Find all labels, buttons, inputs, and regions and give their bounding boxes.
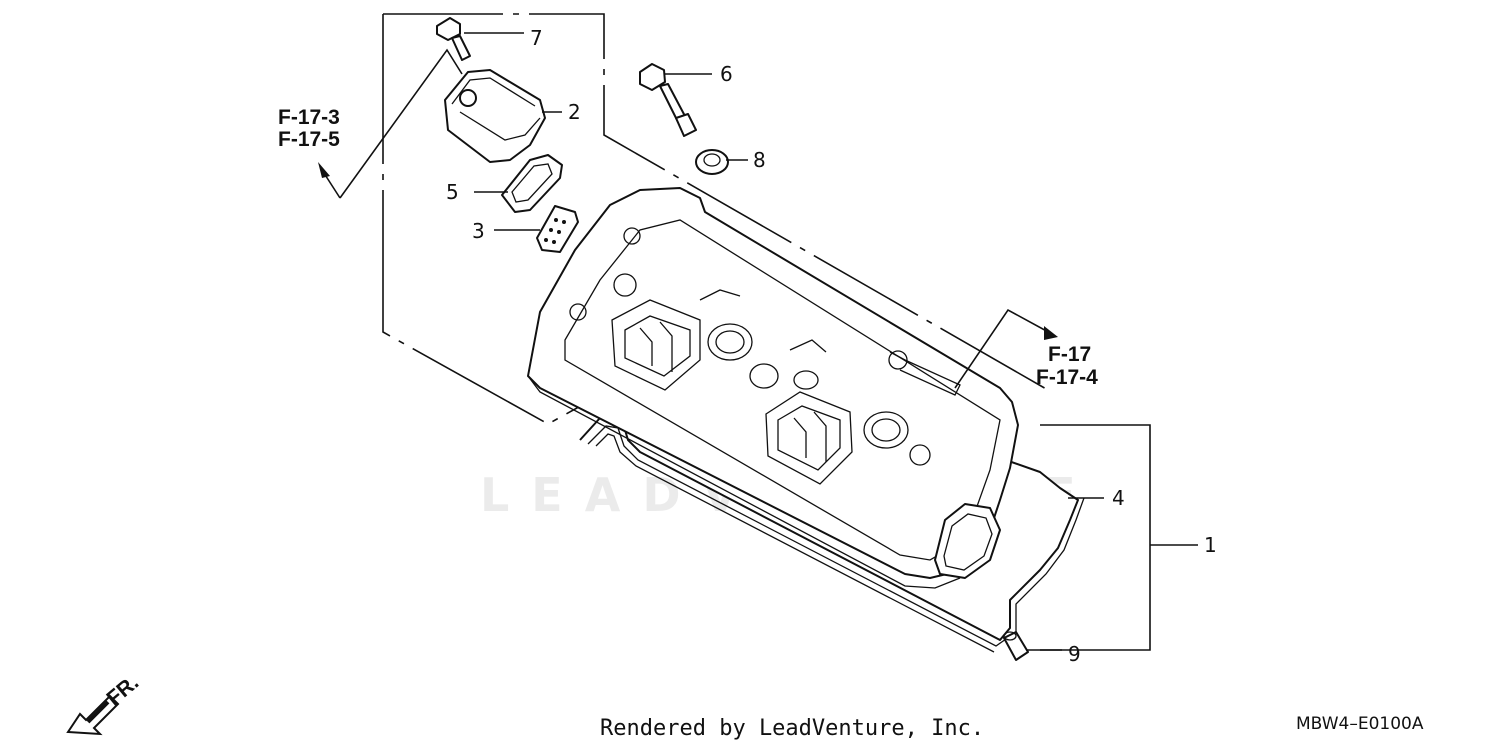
- ref-f-17[interactable]: F-17: [1048, 343, 1091, 366]
- cylinder-head-cover: [527, 187, 1019, 589]
- reed-valve-cover: [444, 69, 546, 163]
- ref-f-17-4[interactable]: F-17-4: [1036, 366, 1098, 389]
- callouts: 1 2 3 4 5 6 7 8 9: [446, 26, 1217, 666]
- front-direction-arrow: FR.: [66, 671, 143, 736]
- bolt-7: [436, 17, 471, 61]
- diagram-code: MBW4–E0100A: [1296, 714, 1424, 734]
- reed-valve-seal: [501, 154, 563, 213]
- footer-credit: Rendered by LeadVenture, Inc.: [600, 716, 985, 741]
- special-bolt-6: [639, 63, 697, 137]
- reed-valve: [536, 205, 579, 253]
- callout-4[interactable]: 4: [1112, 486, 1125, 510]
- callout-3[interactable]: 3: [472, 219, 485, 243]
- callout-2[interactable]: 2: [568, 100, 581, 124]
- ref-f-17-3[interactable]: F-17-3: [278, 106, 340, 129]
- leader-lines: [318, 32, 1198, 651]
- dowel-pin-9: [1003, 631, 1029, 661]
- callout-1[interactable]: 1: [1204, 533, 1217, 557]
- reference-labels: F-17-3 F-17-5 F-17 F-17-4: [278, 106, 1098, 389]
- callout-8[interactable]: 8: [753, 148, 766, 172]
- ref-f-17-5[interactable]: F-17-5: [278, 128, 340, 151]
- callout-7[interactable]: 7: [530, 26, 543, 50]
- rubber-mount-8: [695, 149, 729, 175]
- assembly-outline: [382, 13, 1049, 425]
- callout-5[interactable]: 5: [446, 180, 459, 204]
- callout-6[interactable]: 6: [720, 62, 733, 86]
- callout-9[interactable]: 9: [1068, 642, 1081, 666]
